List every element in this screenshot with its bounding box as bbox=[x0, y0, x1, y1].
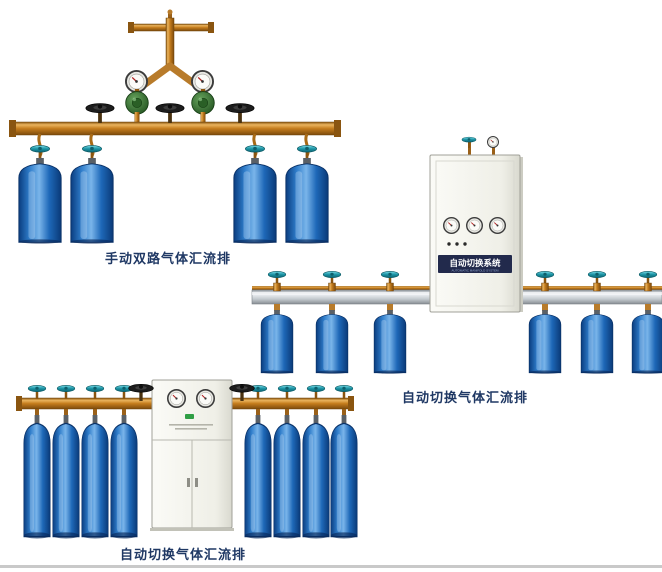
left-regulator-station bbox=[125, 70, 149, 126]
gas-cylinder bbox=[373, 310, 407, 374]
door-handle bbox=[187, 478, 190, 487]
indicator-light bbox=[185, 414, 194, 419]
door-handle bbox=[195, 478, 198, 487]
right-regulator-station bbox=[191, 70, 215, 126]
cylinder-station bbox=[330, 384, 358, 539]
pressure-gauge-icon bbox=[487, 136, 499, 148]
pressure-gauge-icon bbox=[167, 389, 186, 408]
regulator bbox=[191, 89, 215, 115]
cylinder-station bbox=[302, 384, 330, 539]
cabinet-panel-subtitle: AUTOMATIC MANIFOLD SYSTEM bbox=[452, 269, 499, 273]
cylinder-station bbox=[580, 270, 614, 374]
gas-cylinder bbox=[244, 415, 272, 539]
handwheel-valve bbox=[225, 103, 255, 123]
cylinder-valve bbox=[29, 144, 51, 160]
handwheel-valve bbox=[155, 103, 185, 123]
pressure-gauge-icon bbox=[443, 217, 460, 234]
gas-cylinder bbox=[70, 158, 114, 244]
cylinder-valve bbox=[27, 384, 47, 399]
cylinder-station bbox=[528, 270, 562, 374]
gas-cylinder bbox=[81, 415, 109, 539]
cabinet-label-panel bbox=[438, 255, 512, 273]
cylinder-valve bbox=[277, 384, 297, 399]
cylinder-station bbox=[233, 133, 277, 244]
main-manifold-pipe bbox=[9, 120, 341, 137]
indicator-dot bbox=[455, 242, 459, 246]
cylinder-station bbox=[70, 133, 114, 244]
control-cabinet: 自动切换系统 AUTOMATIC MANIFOLD SYSTEM bbox=[429, 136, 523, 313]
cylinder-valve bbox=[56, 384, 76, 399]
pressure-gauge-icon bbox=[489, 217, 506, 234]
cylinder-station bbox=[285, 133, 329, 244]
control-cabinet bbox=[150, 379, 234, 531]
gas-cylinder bbox=[52, 415, 80, 539]
regulator bbox=[125, 89, 149, 115]
cabinet-panel-title: 自动切换系统 bbox=[449, 258, 501, 268]
cylinder-station bbox=[273, 384, 301, 539]
auto-switch-manifold-illustration bbox=[16, 379, 358, 539]
pressure-gauge-icon bbox=[125, 70, 148, 93]
gas-cylinder bbox=[260, 310, 294, 374]
gas-cylinder bbox=[631, 310, 662, 374]
pressure-gauge-icon bbox=[191, 70, 214, 93]
product-auto-switch-manifold-bottom: 自动切换气体汇流排 bbox=[15, 378, 360, 568]
cylinder-station bbox=[81, 384, 109, 539]
cylinder-valve bbox=[461, 136, 477, 148]
cylinder-station bbox=[244, 384, 272, 539]
cylinder-station bbox=[18, 133, 62, 244]
product-caption: 自动切换气体汇流排 bbox=[402, 390, 529, 405]
page-bottom-border bbox=[0, 565, 662, 568]
product-caption: 自动切换气体汇流排 bbox=[120, 547, 247, 562]
gas-cylinder bbox=[302, 415, 330, 539]
cylinder-station bbox=[23, 384, 51, 539]
manual-dual-manifold-illustration bbox=[9, 9, 341, 244]
gas-cylinder bbox=[18, 158, 62, 244]
cylinder-station bbox=[260, 270, 294, 374]
pressure-gauge-icon bbox=[466, 217, 483, 234]
gas-cylinder bbox=[330, 415, 358, 539]
product-caption: 手动双路气体汇流排 bbox=[105, 251, 232, 266]
handwheel-valve bbox=[85, 103, 115, 123]
cylinder-station bbox=[373, 270, 407, 374]
product-auto-switch-manifold-right: 自动切换系统 AUTOMATIC MANIFOLD SYSTEM 自动切换气体汇… bbox=[251, 136, 662, 406]
cylinder-valve bbox=[81, 144, 103, 160]
cylinder-station bbox=[52, 384, 80, 539]
pressure-gauge-icon bbox=[196, 389, 215, 408]
gas-cylinder bbox=[273, 415, 301, 539]
product-manual-dual-manifold: 手动双路气体汇流排 bbox=[5, 9, 345, 266]
gas-cylinder bbox=[23, 415, 51, 539]
cylinder-valve bbox=[306, 384, 326, 399]
gas-cylinder bbox=[110, 415, 138, 539]
gas-cylinder bbox=[528, 310, 562, 374]
gas-cylinder bbox=[580, 310, 614, 374]
indicator-dot bbox=[447, 242, 451, 246]
cylinder-valve bbox=[85, 384, 105, 399]
indicator-dot bbox=[463, 242, 467, 246]
gas-cylinder bbox=[315, 310, 349, 374]
cylinder-station bbox=[110, 384, 138, 539]
auto-switch-manifold-illustration: 自动切换系统 AUTOMATIC MANIFOLD SYSTEM bbox=[251, 136, 662, 374]
cylinder-station bbox=[315, 270, 349, 374]
cylinder-station bbox=[631, 270, 662, 374]
